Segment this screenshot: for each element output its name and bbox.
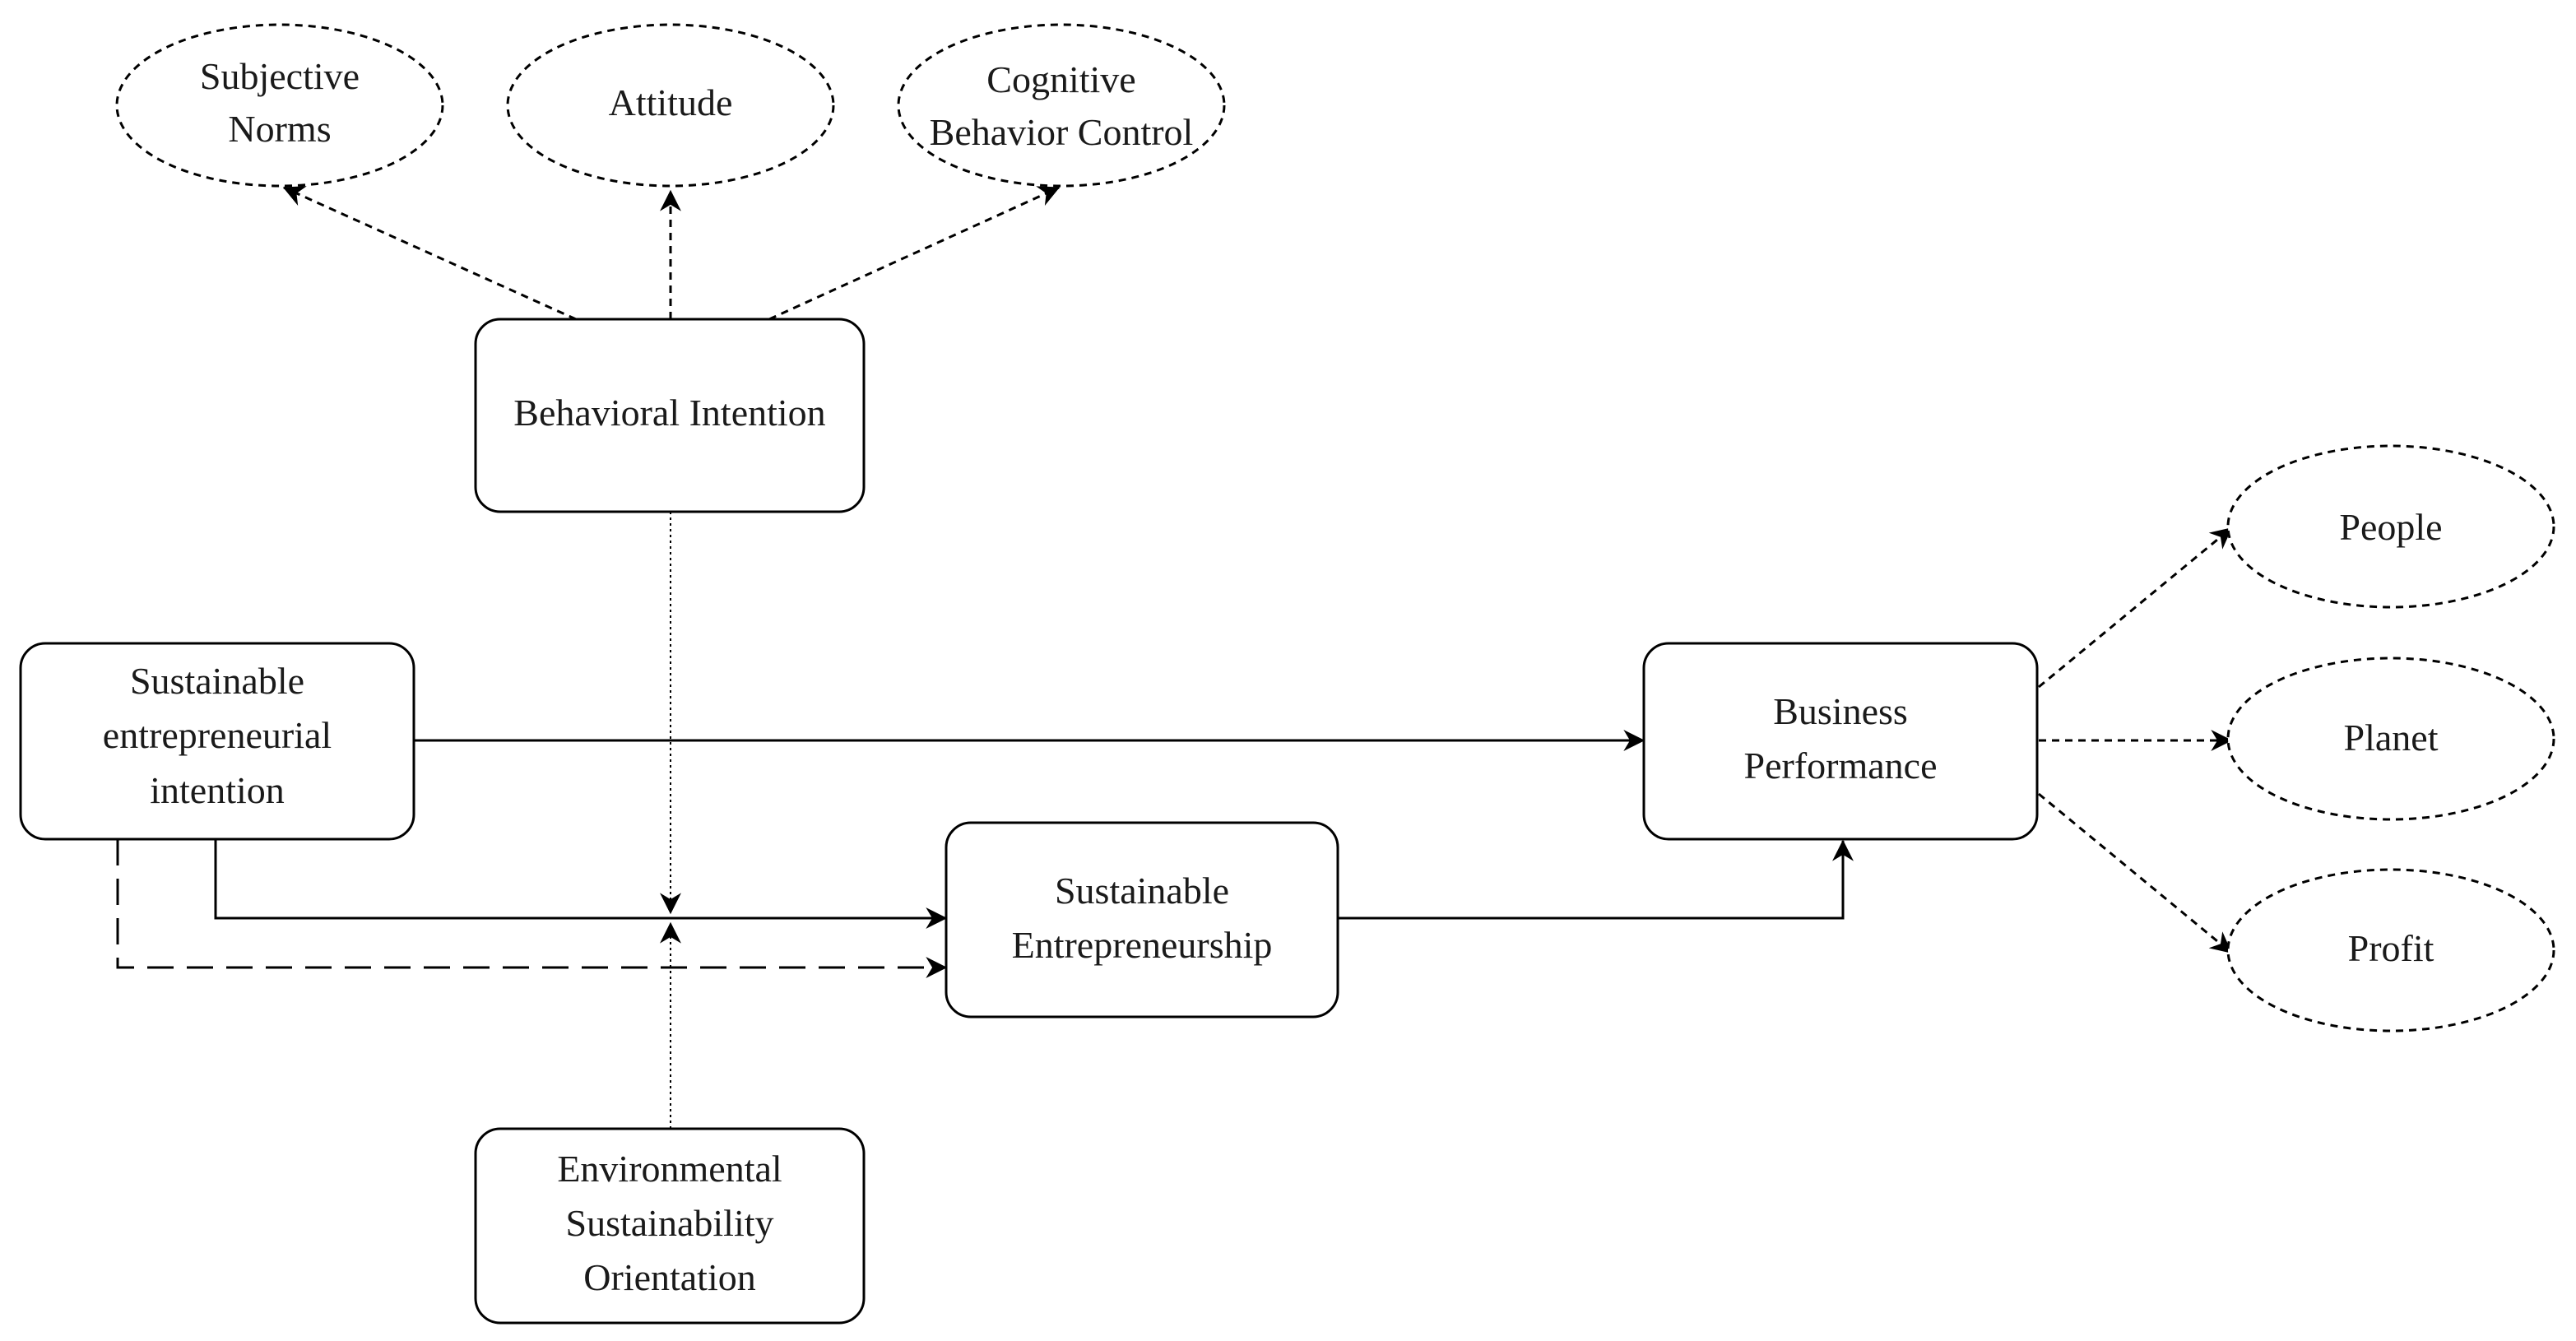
node-label-line: Sustainable xyxy=(130,660,304,702)
edge-bi-to-subjective-norms xyxy=(282,186,577,321)
edge-sei-to-sustainable-entrepreneurship-dashed xyxy=(116,839,948,978)
node-sustainable-entrepreneurial-intention: Sustainable entrepreneurial intention xyxy=(19,642,415,841)
edge-bp-to-profit xyxy=(2038,792,2233,954)
node-label-line: Profit xyxy=(2348,927,2434,969)
node-label-line: People xyxy=(2339,506,2442,548)
node-label-line: Orientation xyxy=(583,1256,756,1298)
node-attitude: Attitude xyxy=(506,23,835,188)
edge-se-to-business-performance xyxy=(1338,839,1854,920)
edge-bp-to-people xyxy=(2038,527,2233,689)
node-label-line: Performance xyxy=(1744,745,1938,787)
edge-sei-to-sustainable-entrepreneurship xyxy=(214,839,948,929)
node-cognitive-behavior-control: Cognitive Behavior Control xyxy=(897,23,1226,188)
node-label-line: Sustainable xyxy=(1055,870,1229,912)
node-label-line: Environmental xyxy=(557,1148,782,1190)
node-label-line: Behavior Control xyxy=(930,111,1194,153)
node-label-line: Planet xyxy=(2344,717,2439,759)
node-label-line: Sustainability xyxy=(566,1202,774,1244)
node-label-line: Business xyxy=(1773,690,1908,732)
node-behavioral-intention: Behavioral Intention xyxy=(474,318,866,513)
node-label-line: Cognitive xyxy=(986,58,1135,100)
node-label-line: Subjective xyxy=(200,55,360,97)
node-sustainable-entrepreneurship: Sustainable Entrepreneurship xyxy=(945,821,1339,1019)
node-label-line: intention xyxy=(150,769,285,811)
edge-bi-to-cognitive-behavior-control xyxy=(768,186,1061,321)
node-label-line: entrepreneurial xyxy=(103,714,332,756)
node-label-line: Norms xyxy=(228,108,331,150)
node-label-line: Entrepreneurship xyxy=(1012,924,1273,966)
node-business-performance: Business Performance xyxy=(1642,642,2039,841)
node-environmental-sustainability-orientation: Environmental Sustainability Orientation xyxy=(474,1127,866,1325)
node-label-line: Attitude xyxy=(609,81,733,123)
node-profit: Profit xyxy=(2226,868,2555,1032)
node-people: People xyxy=(2226,444,2555,609)
node-label-line: Behavioral Intention xyxy=(513,392,825,434)
node-subjective-norms: Subjective Norms xyxy=(115,23,444,188)
node-planet: Planet xyxy=(2226,657,2555,821)
